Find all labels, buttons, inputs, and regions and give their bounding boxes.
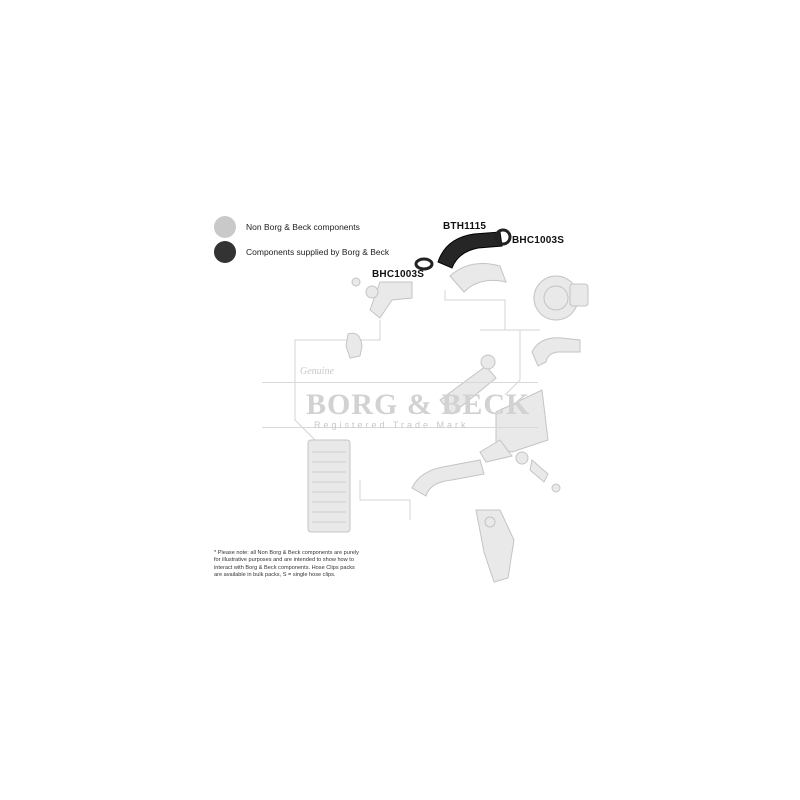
intercooler-fins [312,451,346,523]
legend-label-bb: Components supplied by Borg & Beck [246,247,390,257]
bracket [475,509,515,583]
inlet-pipe [369,281,413,319]
watermark-script: Genuine [300,366,334,377]
turbo-inlet [543,285,569,311]
non-bb-components [307,263,589,583]
clip-right [494,228,512,246]
outlet-hose [449,263,507,293]
watermark-brand: BORG & BECK [306,388,531,421]
legend-label-non-bb: Non Borg & Beck components [246,222,360,232]
turbo-outlet [569,283,589,307]
legend-swatch-dark [214,241,236,263]
sensor-bolt [551,483,561,493]
watermark-frame [262,382,538,428]
legend-swatch-grey [214,216,236,238]
hose-bth1115 [437,231,503,269]
legend-bb: Components supplied by Borg & Beck [214,241,389,263]
intercooler [307,439,351,533]
label-clip-right: BHC1003S [512,235,565,246]
elbow-hose [345,332,363,359]
o-ring [515,451,529,465]
label-clip-left: BHC1003S [372,269,425,280]
pipe-fitting [365,285,379,299]
label-hose: BTH1115 [443,221,487,232]
turbo-hose [531,337,581,367]
sensor [529,459,549,483]
lower-hose [411,459,485,497]
bb-components [414,228,512,271]
flange [479,439,513,463]
clip-left [414,257,434,271]
footnote: * Please note: all Non Borg & Beck compo… [214,550,359,579]
connection-lines [294,290,540,520]
bolt [351,277,361,287]
watermark-tagline: Registered Trade Mark [314,420,469,430]
middle-pipe [439,365,497,415]
bracket-bolt [484,516,496,528]
pipe-connector [480,354,496,370]
legend-non-bb: Non Borg & Beck components [214,216,360,238]
